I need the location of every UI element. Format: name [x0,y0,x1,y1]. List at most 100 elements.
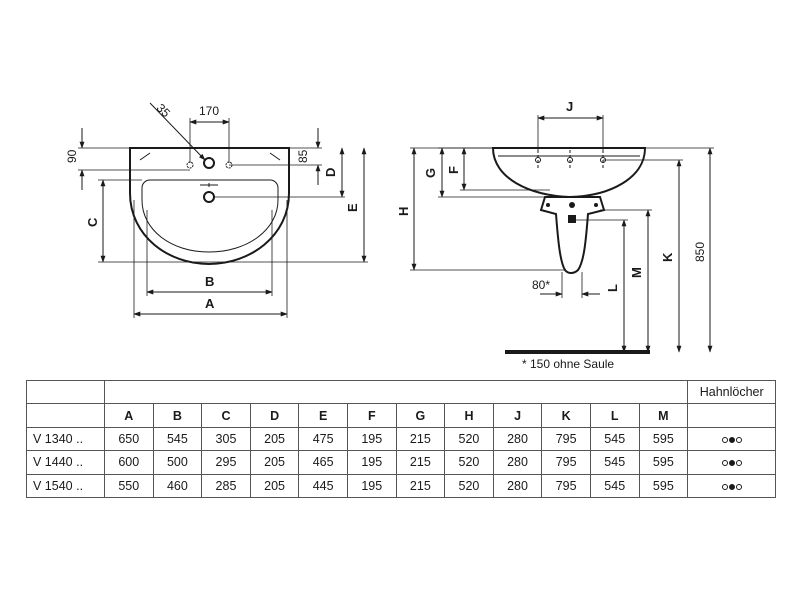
tap-hole-center [203,157,215,169]
empty-model-header [26,403,105,428]
value-cell: 545 [589,426,640,452]
column-header: A [104,403,154,428]
dim-L-label: L [605,284,620,292]
value-cell: 195 [346,450,397,475]
column-header: B [152,403,203,428]
dim-E-label: E [345,203,360,212]
filled-hole-icon [728,483,735,490]
column-header-row: A B C D E F G H J K L M [26,403,777,428]
empty-holes-header [687,403,777,428]
column-header: C [201,403,251,428]
column-header: L [589,403,640,428]
column-header: D [249,403,300,428]
dim-B-label: B [205,274,214,289]
technical-drawing: 35 170 90 85 D E C B [65,99,714,371]
table-top-row: Hahnlöcher [26,379,777,405]
dimension-table: Hahnlöcher A B C D E F G H J K L M V 134… [26,379,777,499]
value-cell: 795 [541,450,591,475]
dim-35-label: 35 [154,101,174,121]
value-cell: 475 [298,426,348,452]
value-cell: 195 [346,473,397,499]
value-cell: 195 [346,426,397,452]
column-header: H [444,403,494,428]
dim-A-label: A [205,296,215,311]
column-header: J [492,403,543,428]
model-cell: V 1540 .. [26,473,105,499]
tap-holes-icon [721,460,742,467]
value-cell: 295 [201,450,251,475]
open-hole-icon [721,483,728,490]
value-cell: 215 [395,426,446,452]
value-cell: 215 [395,450,446,475]
tap-holes-icon [721,436,742,443]
dim-C-label: C [85,217,100,227]
value-cell: 205 [249,473,300,499]
dim-90-label: 90 [65,149,79,163]
value-cell: 545 [589,473,640,499]
value-cell: 595 [638,473,689,499]
value-cell: 215 [395,473,446,499]
column-header: K [541,403,591,428]
dim-M-label: M [629,267,644,278]
value-cell: 465 [298,450,348,475]
value-cell: 280 [492,450,543,475]
column-header: G [395,403,446,428]
value-cell: 795 [541,426,591,452]
dim-170-label: 170 [199,104,219,118]
empty-header-cell [103,379,689,405]
model-cell: V 1340 .. [26,426,105,452]
open-hole-icon [735,436,742,443]
value-cell: 550 [104,473,154,499]
column-header: E [298,403,348,428]
dim-H-label: H [396,207,411,216]
value-cell: 280 [492,473,543,499]
dim-D-label: D [323,168,338,177]
filled-hole-icon [728,436,735,443]
value-cell: 285 [201,473,251,499]
dim-850-label: 850 [693,242,707,262]
pedestal [539,196,606,274]
open-hole-icon [721,436,728,443]
front-view: 35 170 90 85 D E C B [65,101,368,318]
side-view: J G F H 80* L M K 85 [396,99,714,371]
basin-bowl [141,179,279,253]
drain [203,191,215,203]
value-cell: 500 [152,450,203,475]
dim-85-label: 85 [296,149,310,163]
value-cell: 305 [201,426,251,452]
value-cell: 205 [249,426,300,452]
tap-holes-cell [687,473,777,499]
dim-J-label: J [566,99,573,114]
column-header: M [638,403,689,428]
tap-holes-cell [687,450,777,475]
value-cell: 650 [104,426,154,452]
dim-80-label: 80* [532,278,550,292]
value-cell: 595 [638,450,689,475]
value-cell: 600 [104,450,154,475]
footnote: * 150 ohne Saule [522,357,614,371]
value-cell: 545 [152,426,203,452]
open-hole-icon [735,483,742,490]
basin-outline [129,147,290,266]
filled-hole-icon [728,460,735,467]
open-hole-icon [721,460,728,467]
open-hole-icon [735,460,742,467]
value-cell: 280 [492,426,543,452]
value-cell: 520 [444,450,494,475]
value-cell: 520 [444,426,494,452]
model-cell: V 1440 .. [26,450,105,475]
value-cell: 520 [444,473,494,499]
tap-holes-icon [721,483,742,490]
empty-corner-cell [26,379,105,405]
tap-holes-cell [687,426,777,452]
value-cell: 595 [638,426,689,452]
value-cell: 445 [298,473,348,499]
column-header: F [346,403,397,428]
hahnloecher-header: Hahnlöcher [687,379,777,405]
dim-K-label: K [660,252,675,262]
value-cell: 545 [589,450,640,475]
dim-G-label: G [423,168,438,178]
